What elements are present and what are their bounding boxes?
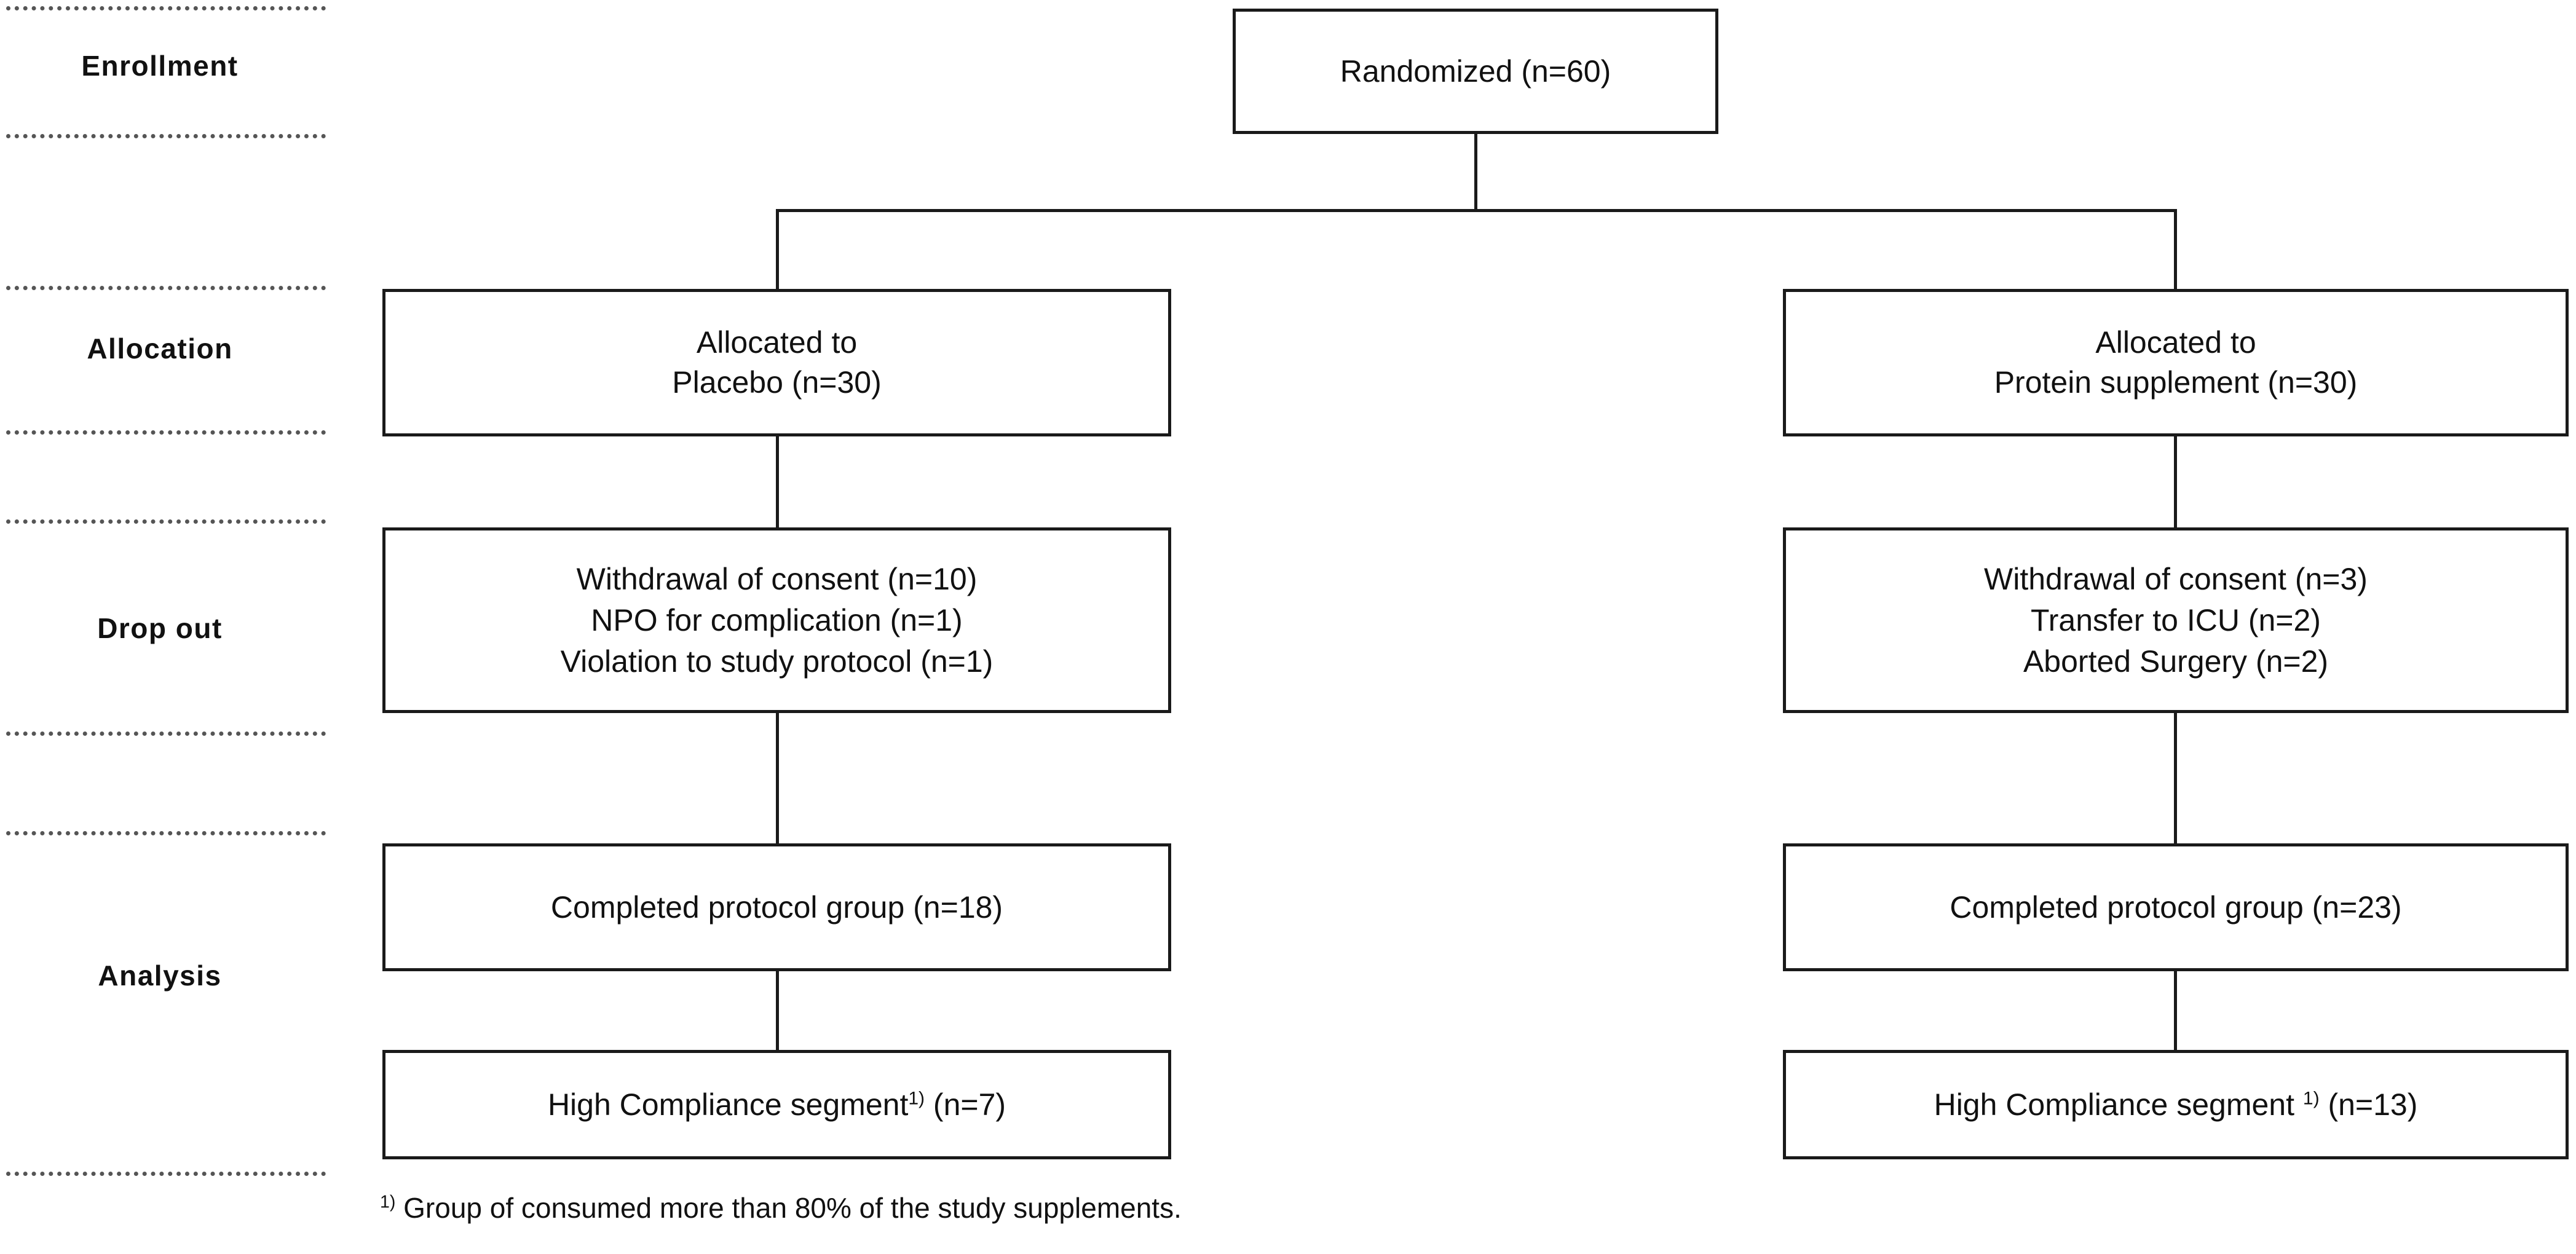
stage-label-dropout: Drop out [97,612,223,644]
node-allocated-placebo[interactable]: Allocated to Placebo (n=30) [382,289,1171,436]
connector-split-left [776,209,779,289]
node-randomized-line-1: Randomized (n=60) [1340,53,1611,89]
connector-left-dropout-to-completed [776,713,779,843]
node-compliance-placebo-marker: 1) [908,1087,925,1108]
footnote-marker: 1) [380,1192,396,1212]
node-compliance-placebo[interactable]: High Compliance segment1) (n=7) [382,1050,1171,1159]
node-compliance-placebo-prefix: High Compliance segment [547,1087,909,1122]
node-dropout-placebo-line-3: Violation to study protocol (n=1) [560,644,994,679]
footnote-text: Group of consumed more than 80% of the s… [395,1192,1182,1224]
node-compliance-protein-text: High Compliance segment 1) (n=13) [1934,1085,2418,1125]
connector-right-dropout-to-completed [2174,713,2177,843]
node-compliance-placebo-suffix: (n=7) [925,1087,1006,1122]
node-compliance-protein-prefix: High Compliance segment [1934,1087,2303,1122]
footnote: 1) Group of consumed more than 80% of th… [380,1191,1182,1224]
node-completed-placebo[interactable]: Completed protocol group (n=18) [382,843,1171,971]
node-dropout-placebo-line-1: Withdrawal of consent (n=10) [576,561,978,596]
rule-enrollment-bottom [6,134,326,138]
node-compliance-placebo-text: High Compliance segment1) (n=7) [548,1085,1006,1125]
node-compliance-protein-suffix: (n=13) [2319,1087,2418,1122]
node-dropout-protein-line-3: Aborted Surgery (n=2) [2023,644,2329,679]
node-dropout-placebo[interactable]: Withdrawal of consent (n=10) NPO for com… [382,527,1171,713]
rule-dropout-bottom [6,732,326,736]
rule-analysis-top [6,831,326,835]
rule-allocation-top [6,286,326,290]
stage-label-analysis: Analysis [98,960,222,992]
rule-top [6,6,326,10]
node-randomized[interactable]: Randomized (n=60) [1233,9,1718,134]
node-completed-protein[interactable]: Completed protocol group (n=23) [1783,843,2569,971]
rule-dropout-top [6,519,326,524]
node-dropout-protein[interactable]: Withdrawal of consent (n=3) Transfer to … [1783,527,2569,713]
rule-allocation-bottom [6,430,326,435]
connector-right-alloc-to-dropout [2174,436,2177,527]
connector-right-completed-to-compliance [2174,971,2177,1050]
node-allocated-protein-line-2: Protein supplement (n=30) [1994,365,2358,400]
node-allocated-placebo-line-2: Placebo (n=30) [672,365,882,400]
connector-left-alloc-to-dropout [776,436,779,527]
node-completed-placebo-line-1: Completed protocol group (n=18) [550,889,1003,925]
node-dropout-protein-line-2: Transfer to ICU (n=2) [2031,602,2321,637]
connector-randomized-down [1474,134,1477,209]
node-allocated-protein-line-1: Allocated to [2095,325,2256,360]
node-dropout-placebo-line-2: NPO for complication (n=1) [591,602,963,637]
stage-label-enrollment: Enrollment [81,50,239,82]
node-compliance-protein-marker: 1) [2302,1087,2320,1108]
stage-label-allocation: Allocation [87,333,233,365]
connector-left-completed-to-compliance [776,971,779,1050]
node-compliance-protein[interactable]: High Compliance segment 1) (n=13) [1783,1050,2569,1159]
rule-bottom [6,1172,326,1176]
stage-label-rail: Enrollment Allocation Drop out Analysis [0,0,344,1254]
connector-split-right [2174,209,2177,289]
node-completed-protein-line-1: Completed protocol group (n=23) [1950,889,2402,925]
node-allocated-protein[interactable]: Allocated to Protein supplement (n=30) [1783,289,2569,436]
connector-split-bar [776,209,2174,212]
node-dropout-protein-line-1: Withdrawal of consent (n=3) [1984,561,2368,596]
node-allocated-placebo-line-1: Allocated to [696,325,858,360]
